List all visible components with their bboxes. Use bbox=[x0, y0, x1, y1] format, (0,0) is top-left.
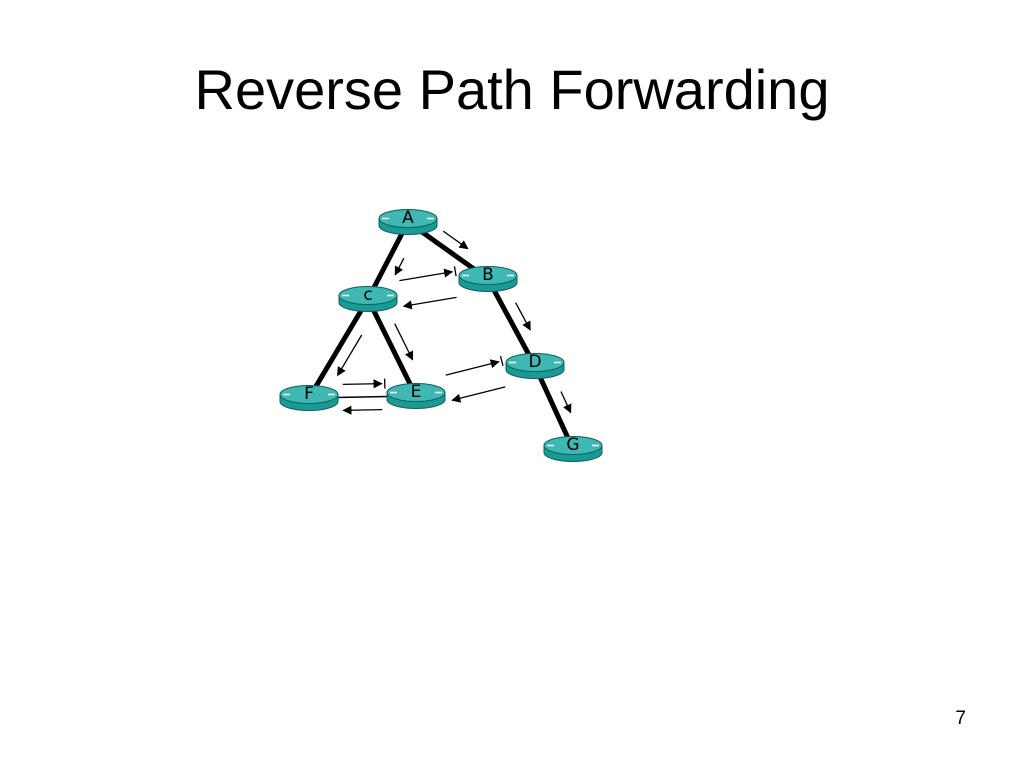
link-c-f bbox=[306, 297, 371, 400]
router-g-icon: G bbox=[543, 435, 603, 462]
router-label-e: E bbox=[411, 382, 422, 402]
packet-arrow-b-to-c bbox=[402, 296, 457, 310]
link-d-g bbox=[532, 364, 576, 451]
router-a-icon: A bbox=[378, 208, 438, 235]
router-label-g: G bbox=[566, 435, 579, 455]
router-c-icon: c bbox=[338, 285, 398, 312]
packet-arrow-c-to-b bbox=[399, 266, 457, 282]
router-label-c: c bbox=[363, 285, 372, 305]
slide-number: 7 bbox=[955, 708, 966, 729]
packet-arrow-a-to-c bbox=[394, 257, 405, 276]
router-label-a: A bbox=[402, 208, 414, 228]
link-a-c bbox=[365, 220, 411, 301]
packet-arrow-e-to-f bbox=[342, 405, 383, 415]
router-f-icon: F bbox=[279, 384, 339, 411]
routers-layer: A BcD E F G bbox=[279, 208, 603, 462]
packet-arrows-layer bbox=[337, 230, 572, 415]
packet-arrow-b-to-d bbox=[515, 302, 531, 331]
router-b-icon: B bbox=[458, 265, 518, 292]
router-d-icon: D bbox=[505, 352, 565, 379]
links-layer bbox=[306, 219, 576, 451]
packet-arrow-d-to-g bbox=[560, 391, 572, 414]
router-e-icon: E bbox=[386, 382, 446, 409]
packet-arrow-a-to-b bbox=[442, 230, 469, 250]
packet-arrow-f-to-e bbox=[342, 378, 386, 389]
link-c-e bbox=[365, 297, 419, 398]
router-label-d: D bbox=[528, 352, 541, 372]
link-b-d bbox=[485, 277, 538, 368]
packet-arrow-e-to-d bbox=[445, 355, 504, 376]
router-label-f: F bbox=[304, 384, 314, 404]
packet-arrow-d-to-e bbox=[451, 386, 506, 403]
packet-arrow-c-to-f bbox=[337, 334, 363, 377]
packet-arrow-c-to-e bbox=[394, 323, 414, 361]
router-label-b: B bbox=[482, 265, 494, 285]
slide-title: Reverse Path Forwarding bbox=[194, 58, 830, 121]
